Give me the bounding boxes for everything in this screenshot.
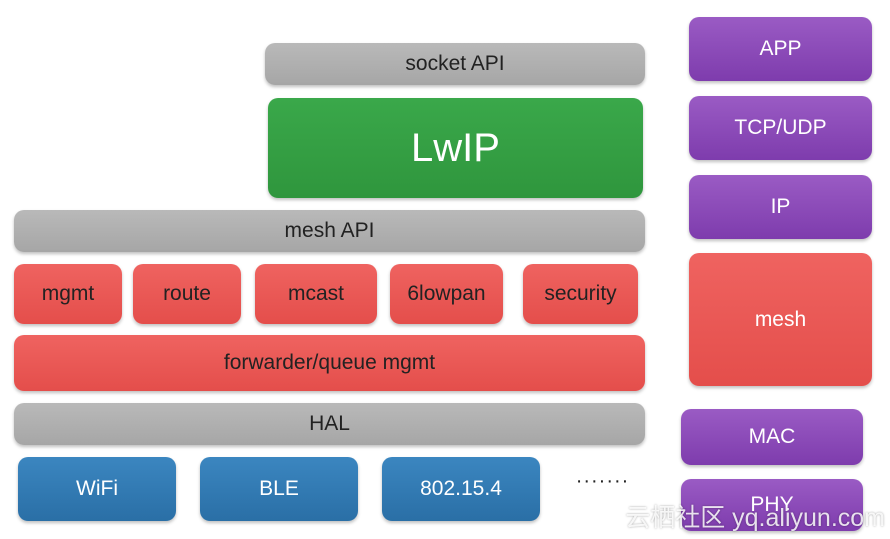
mcast-module-block: mcast [255,264,377,324]
route-module-block: route [133,264,241,324]
6lowpan-module-block: 6lowpan [390,264,503,324]
app-layer-block: APP [689,17,872,81]
mgmt-module-block: mgmt [14,264,122,324]
watermark-text: 云栖社区 yq.aliyun.com [625,504,885,532]
more-links-ellipsis: ······· [575,470,630,492]
mac-layer-block: MAC [681,409,863,465]
phy-layer-block: PHY [681,479,863,531]
ble-link-block: BLE [200,457,358,521]
forwarder-queue-mgmt-block: forwarder/queue mgmt [14,335,645,391]
mesh-layer-block: mesh [689,253,872,386]
wifi-link-block: WiFi [18,457,176,521]
tcp-udp-layer-block: TCP/UDP [689,96,872,160]
socket-api-block: socket API [265,43,645,85]
security-module-block: security [523,264,638,324]
ip-layer-block: IP [689,175,872,239]
mesh-api-block: mesh API [14,210,645,252]
lwip-block: LwIP [268,98,643,198]
hal-block: HAL [14,403,645,445]
802-15-4-link-block: 802.15.4 [382,457,540,521]
